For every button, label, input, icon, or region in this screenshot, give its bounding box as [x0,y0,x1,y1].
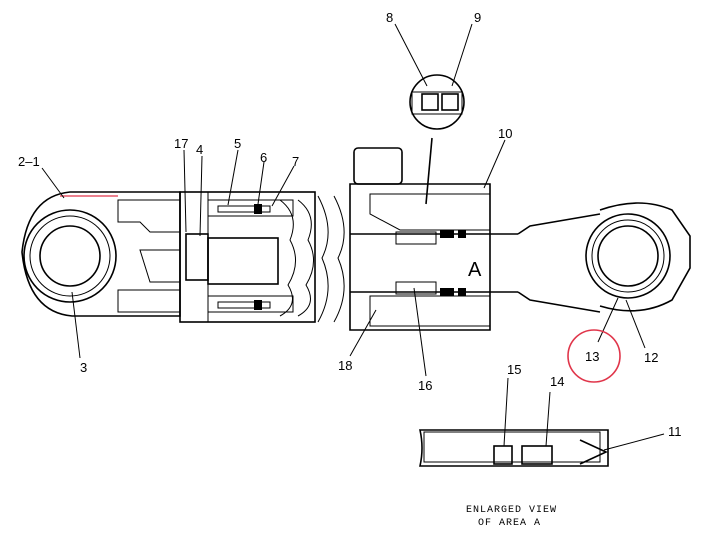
callout-5: 5 [234,136,241,151]
callout-labels: 8 9 10 2–1 17 4 5 6 7 3 18 16 13 12 15 1… [18,10,682,439]
enlarged-view [419,429,609,467]
piston-rod [350,213,601,313]
callout-10: 10 [498,126,512,141]
leader-lines [41,23,665,451]
callout-3: 3 [80,360,87,375]
caption-line-1: ENLARGED VIEW [466,505,557,516]
callout-13: 13 [585,349,599,364]
callout-15: 15 [507,362,521,377]
callout-8: 8 [386,10,393,25]
head-end-eye [21,191,181,317]
callout-6: 6 [260,150,267,165]
callout-12: 12 [644,350,658,365]
callout-16: 16 [418,378,432,393]
callout-7: 7 [292,154,299,169]
caption-line-2: OF AREA A [478,518,541,529]
callout-4: 4 [196,142,203,157]
highlight-circle [567,329,621,383]
rod-marker-a: A [468,259,482,281]
detail-bubble [409,74,465,130]
barrel-section [179,191,316,323]
callout-17: 17 [174,136,188,151]
callout-11: 11 [668,424,682,439]
callout-18: 18 [338,358,352,373]
enlarged-view-caption: ENLARGED VIEW OF AREA A [466,505,557,529]
callout-14: 14 [550,374,564,389]
break-lines [317,195,345,323]
callout-2-1: 2–1 [18,154,40,169]
rod-end-eye [585,202,691,312]
callout-9: 9 [474,10,481,25]
